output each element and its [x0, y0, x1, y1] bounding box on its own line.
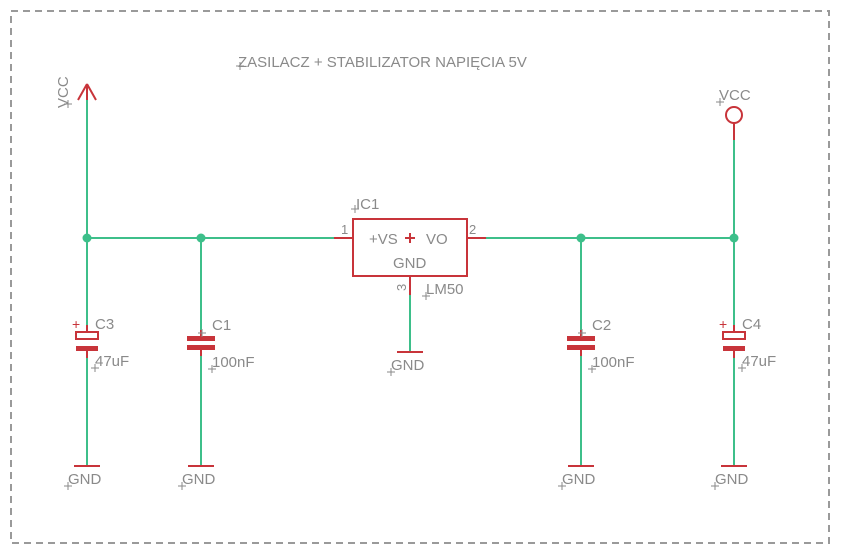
drawing-frame — [10, 10, 830, 544]
ground-label: GND — [715, 471, 749, 488]
c3-name: C3 — [95, 316, 114, 333]
ic1-name: IC1 — [356, 196, 379, 213]
c1-value: 100nF — [212, 354, 255, 371]
vcc-right-label: VCC — [719, 87, 751, 104]
ic1-pin2-number: 2 — [469, 222, 476, 237]
c1-name: C1 — [212, 317, 231, 334]
c3-value: 47uF — [95, 353, 129, 370]
svg-text:+: + — [72, 316, 80, 332]
c2-value: 100nF — [592, 354, 635, 371]
schematic-title: ZASILACZ + STABILIZATOR NAPIĘCIA 5V — [238, 54, 527, 71]
c4-value: 47uF — [742, 353, 776, 370]
ic1-regulator[interactable] — [334, 218, 486, 295]
ic1-pin-out-label: VO — [426, 231, 448, 248]
ic1-pin-gnd-label: GND — [393, 255, 427, 272]
junction-dot — [729, 233, 739, 243]
capacitor-c2[interactable] — [567, 330, 595, 356]
wires — [86, 100, 735, 466]
ic1-value: LM50 — [426, 281, 464, 298]
c4-name: C4 — [742, 316, 761, 333]
ic1-pin-in-label: +VS — [369, 231, 398, 248]
ic1-pin3-number: 3 — [394, 284, 409, 291]
junction-dot — [576, 233, 586, 243]
vcc-left-symbol[interactable] — [77, 83, 97, 101]
c2-name: C2 — [592, 317, 611, 334]
ground-label: GND — [562, 471, 596, 488]
capacitor-c1[interactable] — [187, 330, 215, 356]
svg-text:+: + — [719, 316, 727, 332]
capacitor-c4[interactable]: + — [719, 316, 746, 358]
junction-dot — [196, 233, 206, 243]
junction-dot — [82, 233, 92, 243]
ground-label: GND — [68, 471, 102, 488]
capacitor-c3[interactable]: + — [72, 316, 99, 358]
ground-label: GND — [182, 471, 216, 488]
vcc-right-symbol[interactable] — [725, 106, 743, 140]
ground-label: GND — [391, 357, 425, 374]
ic1-pin1-number: 1 — [341, 222, 348, 237]
vcc-left-label: VCC — [55, 76, 72, 108]
